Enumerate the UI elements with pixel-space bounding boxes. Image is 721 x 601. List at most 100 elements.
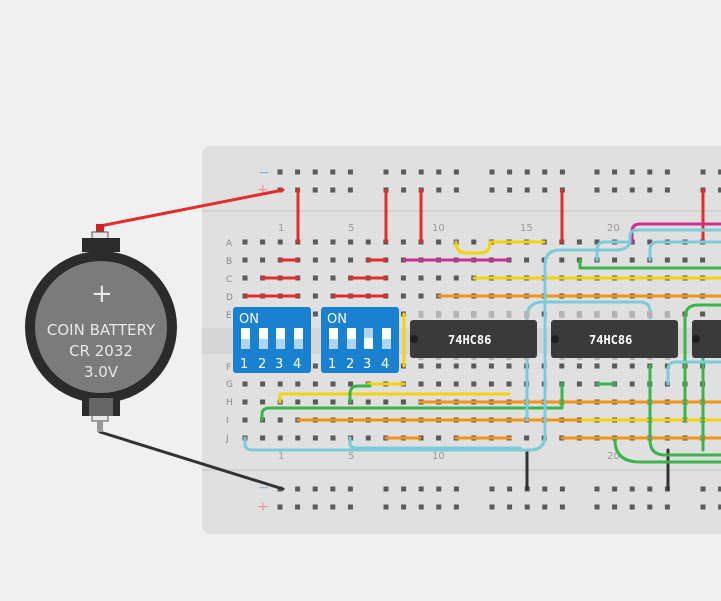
breadboard-hole[interactable]	[383, 399, 389, 405]
breadboard-hole[interactable]	[330, 169, 336, 175]
breadboard-hole[interactable]	[489, 486, 495, 492]
breadboard-hole[interactable]	[453, 187, 459, 193]
breadboard-hole[interactable]	[383, 486, 389, 492]
breadboard-hole[interactable]	[647, 187, 653, 193]
breadboard-hole[interactable]	[348, 239, 354, 245]
breadboard-hole[interactable]	[594, 486, 600, 492]
breadboard-hole[interactable]	[612, 169, 618, 175]
breadboard-hole[interactable]	[488, 381, 494, 387]
breadboard-hole[interactable]	[436, 486, 442, 492]
breadboard-hole[interactable]	[330, 399, 336, 405]
breadboard-hole[interactable]	[524, 257, 530, 263]
breadboard-hole[interactable]	[647, 239, 653, 245]
breadboard-hole[interactable]	[242, 239, 248, 245]
breadboard-hole[interactable]	[436, 275, 442, 281]
breadboard-hole[interactable]	[507, 486, 513, 492]
breadboard-hole[interactable]	[436, 381, 442, 387]
breadboard-hole[interactable]	[506, 363, 512, 369]
breadboard-hole[interactable]	[242, 257, 248, 263]
wire-blue-1[interactable]	[243, 228, 721, 452]
breadboard-hole[interactable]	[594, 239, 600, 245]
wire-blue-4[interactable]	[595, 240, 632, 262]
breadboard-hole[interactable]	[295, 399, 301, 405]
breadboard-hole[interactable]	[664, 187, 670, 193]
breadboard-hole[interactable]	[488, 363, 494, 369]
breadboard-hole[interactable]	[700, 486, 706, 492]
breadboard-hole[interactable]	[436, 504, 442, 510]
breadboard-hole[interactable]	[682, 257, 688, 263]
breadboard-hole[interactable]	[647, 504, 653, 510]
wire-black-battery[interactable]	[98, 430, 285, 491]
dip-switch-1[interactable]: ON 1 2 3 4	[233, 307, 311, 373]
breadboard-hole[interactable]	[453, 486, 459, 492]
wire-blue-2[interactable]	[348, 436, 522, 450]
breadboard-hole[interactable]	[400, 293, 406, 299]
breadboard-hole[interactable]	[489, 187, 495, 193]
breadboard-hole[interactable]	[330, 275, 336, 281]
breadboard-hole[interactable]	[647, 486, 653, 492]
breadboard-hole[interactable]	[453, 381, 459, 387]
breadboard-hole[interactable]	[277, 381, 283, 387]
breadboard-hole[interactable]	[383, 504, 389, 510]
wire-blue-6[interactable]	[666, 360, 721, 386]
breadboard-hole[interactable]	[312, 504, 318, 510]
breadboard-hole[interactable]	[436, 435, 442, 441]
breadboard-hole[interactable]	[347, 169, 353, 175]
breadboard-hole[interactable]	[700, 504, 706, 510]
breadboard-hole[interactable]	[507, 169, 513, 175]
breadboard-hole[interactable]	[418, 504, 424, 510]
breadboard-hole[interactable]	[401, 504, 407, 510]
breadboard-hole[interactable]	[418, 169, 424, 175]
breadboard-hole[interactable]	[347, 504, 353, 510]
breadboard-hole[interactable]	[330, 435, 336, 441]
breadboard-hole[interactable]	[347, 486, 353, 492]
breadboard-hole[interactable]	[295, 169, 301, 175]
breadboard-hole[interactable]	[242, 275, 248, 281]
wire-blue-5[interactable]	[648, 240, 721, 262]
breadboard-hole[interactable]	[559, 486, 565, 492]
breadboard-hole[interactable]	[330, 187, 336, 193]
breadboard-hole[interactable]	[629, 187, 635, 193]
ic-chip-3-partial[interactable]	[692, 320, 721, 358]
breadboard-hole[interactable]	[542, 169, 548, 175]
breadboard-hole[interactable]	[559, 257, 565, 263]
wire-green-2[interactable]	[260, 382, 564, 422]
wire-green-7[interactable]	[683, 303, 721, 422]
breadboard-hole[interactable]	[312, 435, 318, 441]
breadboard-hole[interactable]	[260, 399, 266, 405]
breadboard-hole[interactable]	[629, 486, 635, 492]
coin-battery[interactable]: + COIN BATTERY CR 2032 3.0V	[25, 224, 177, 432]
breadboard-hole[interactable]	[400, 275, 406, 281]
breadboard-hole[interactable]	[330, 239, 336, 245]
breadboard-hole[interactable]	[312, 486, 318, 492]
breadboard-hole[interactable]	[507, 187, 513, 193]
breadboard-hole[interactable]	[542, 504, 548, 510]
breadboard-hole[interactable]	[418, 381, 424, 387]
breadboard-hole[interactable]	[242, 399, 248, 405]
breadboard-hole[interactable]	[277, 239, 283, 245]
breadboard-hole[interactable]	[594, 504, 600, 510]
breadboard-hole[interactable]	[700, 257, 706, 263]
breadboard-hole[interactable]	[365, 239, 371, 245]
breadboard-hole[interactable]	[400, 239, 406, 245]
breadboard-hole[interactable]	[260, 435, 266, 441]
breadboard-hole[interactable]	[612, 486, 618, 492]
breadboard-hole[interactable]	[418, 363, 424, 369]
wire-green-1[interactable]	[578, 258, 721, 270]
breadboard-hole[interactable]	[242, 381, 248, 387]
breadboard-hole[interactable]	[542, 187, 548, 193]
breadboard-hole[interactable]	[418, 293, 424, 299]
breadboard-hole[interactable]	[453, 275, 459, 281]
breadboard-hole[interactable]	[330, 486, 336, 492]
breadboard-hole[interactable]	[260, 257, 266, 263]
breadboard-hole[interactable]	[664, 169, 670, 175]
breadboard-hole[interactable]	[524, 435, 530, 441]
breadboard-hole[interactable]	[471, 363, 477, 369]
breadboard-hole[interactable]	[418, 275, 424, 281]
wire-green-6[interactable]	[613, 438, 721, 464]
breadboard-hole[interactable]	[718, 486, 721, 492]
breadboard-hole[interactable]	[594, 363, 600, 369]
breadboard-hole[interactable]	[295, 381, 301, 387]
breadboard-hole[interactable]	[612, 187, 618, 193]
breadboard-hole[interactable]	[453, 169, 459, 175]
